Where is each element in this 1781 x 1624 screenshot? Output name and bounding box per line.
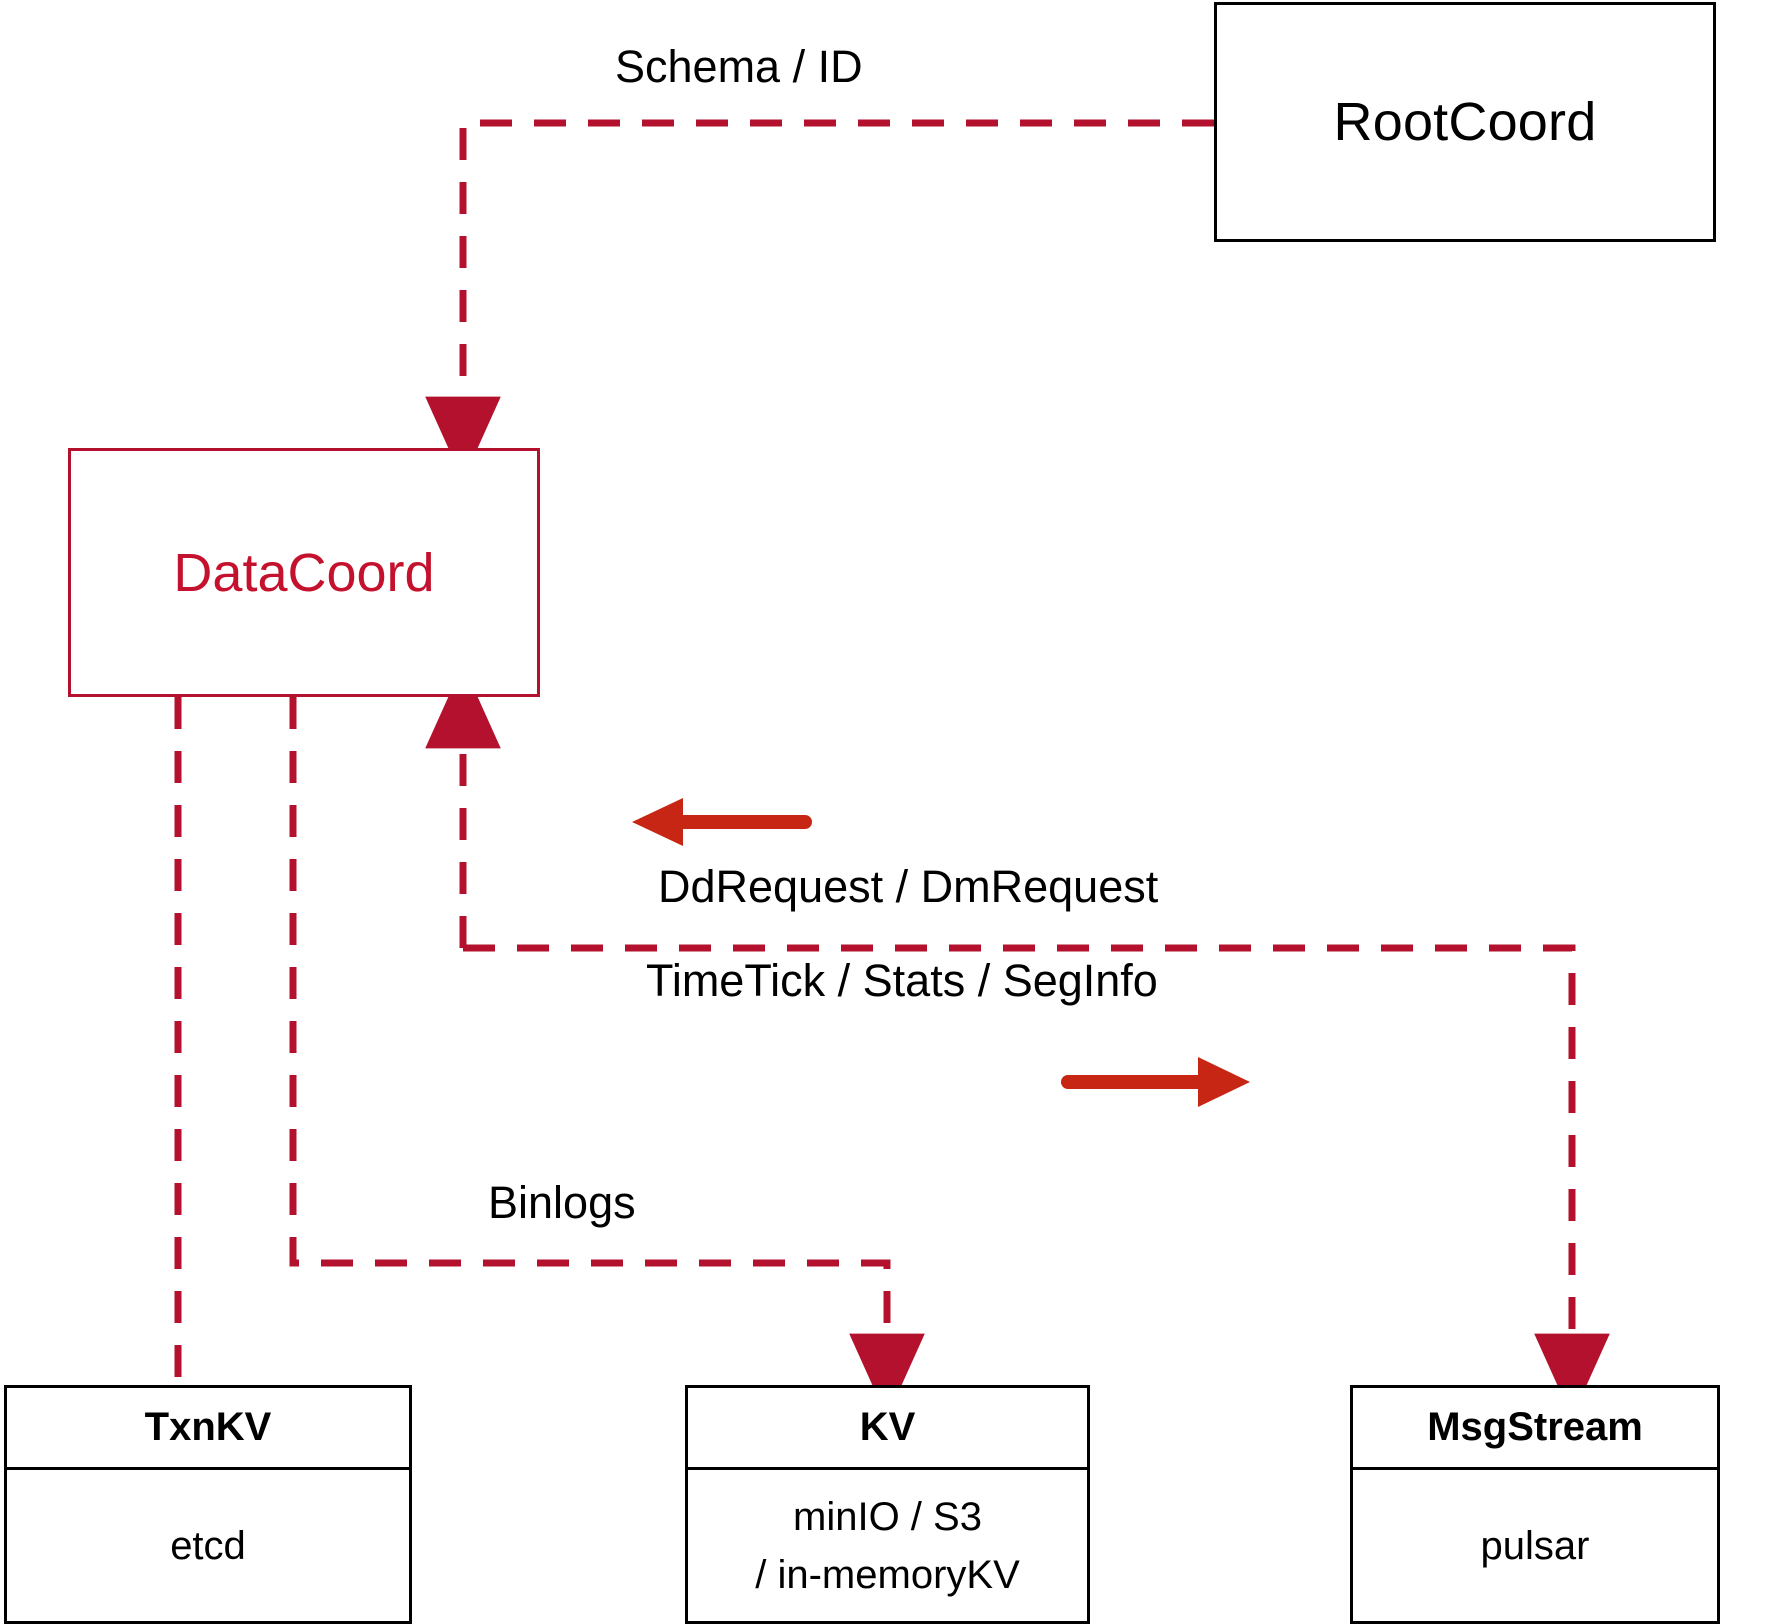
node-kv-detail-line1: minIO / S3 bbox=[793, 1494, 982, 1539]
node-rootcoord[interactable]: RootCoord bbox=[1214, 2, 1716, 242]
node-datacoord-label: DataCoord bbox=[173, 542, 435, 603]
node-msgstream-body: pulsar bbox=[1353, 1470, 1717, 1621]
direction-arrow-right-icon bbox=[1061, 1057, 1250, 1107]
edge-label-schema-id: Schema / ID bbox=[615, 41, 863, 92]
node-txnkv-title: TxnKV bbox=[7, 1388, 409, 1470]
node-txnkv-body: etcd bbox=[7, 1470, 409, 1621]
edge-label-binlogs: Binlogs bbox=[488, 1177, 636, 1228]
node-kv-detail-line2: / in-memoryKV bbox=[755, 1552, 1020, 1597]
node-datacoord[interactable]: DataCoord bbox=[68, 448, 540, 697]
node-msgstream-detail: pulsar bbox=[1480, 1523, 1590, 1568]
direction-arrow-left-icon bbox=[632, 798, 812, 846]
node-msgstream[interactable]: MsgStream pulsar bbox=[1350, 1385, 1720, 1624]
edge-label-timetick-stats-seginfo: TimeTick / Stats / SegInfo bbox=[646, 955, 1158, 1006]
node-msgstream-title: MsgStream bbox=[1353, 1388, 1717, 1470]
edge-binlogs bbox=[289, 697, 925, 1418]
node-txnkv-detail: etcd bbox=[170, 1523, 246, 1568]
node-kv[interactable]: KV minIO / S3 / in-memoryKV bbox=[685, 1385, 1090, 1624]
edge-schema-id bbox=[425, 119, 1214, 481]
edge-datacoord-msgstream-out bbox=[463, 944, 1610, 1418]
edge-label-dd-dm-request: DdRequest / DmRequest bbox=[658, 861, 1159, 912]
node-rootcoord-label: RootCoord bbox=[1333, 92, 1597, 152]
node-kv-title: KV bbox=[688, 1388, 1087, 1470]
node-txnkv[interactable]: TxnKV etcd bbox=[4, 1385, 412, 1624]
node-kv-body: minIO / S3 / in-memoryKV bbox=[688, 1470, 1087, 1621]
